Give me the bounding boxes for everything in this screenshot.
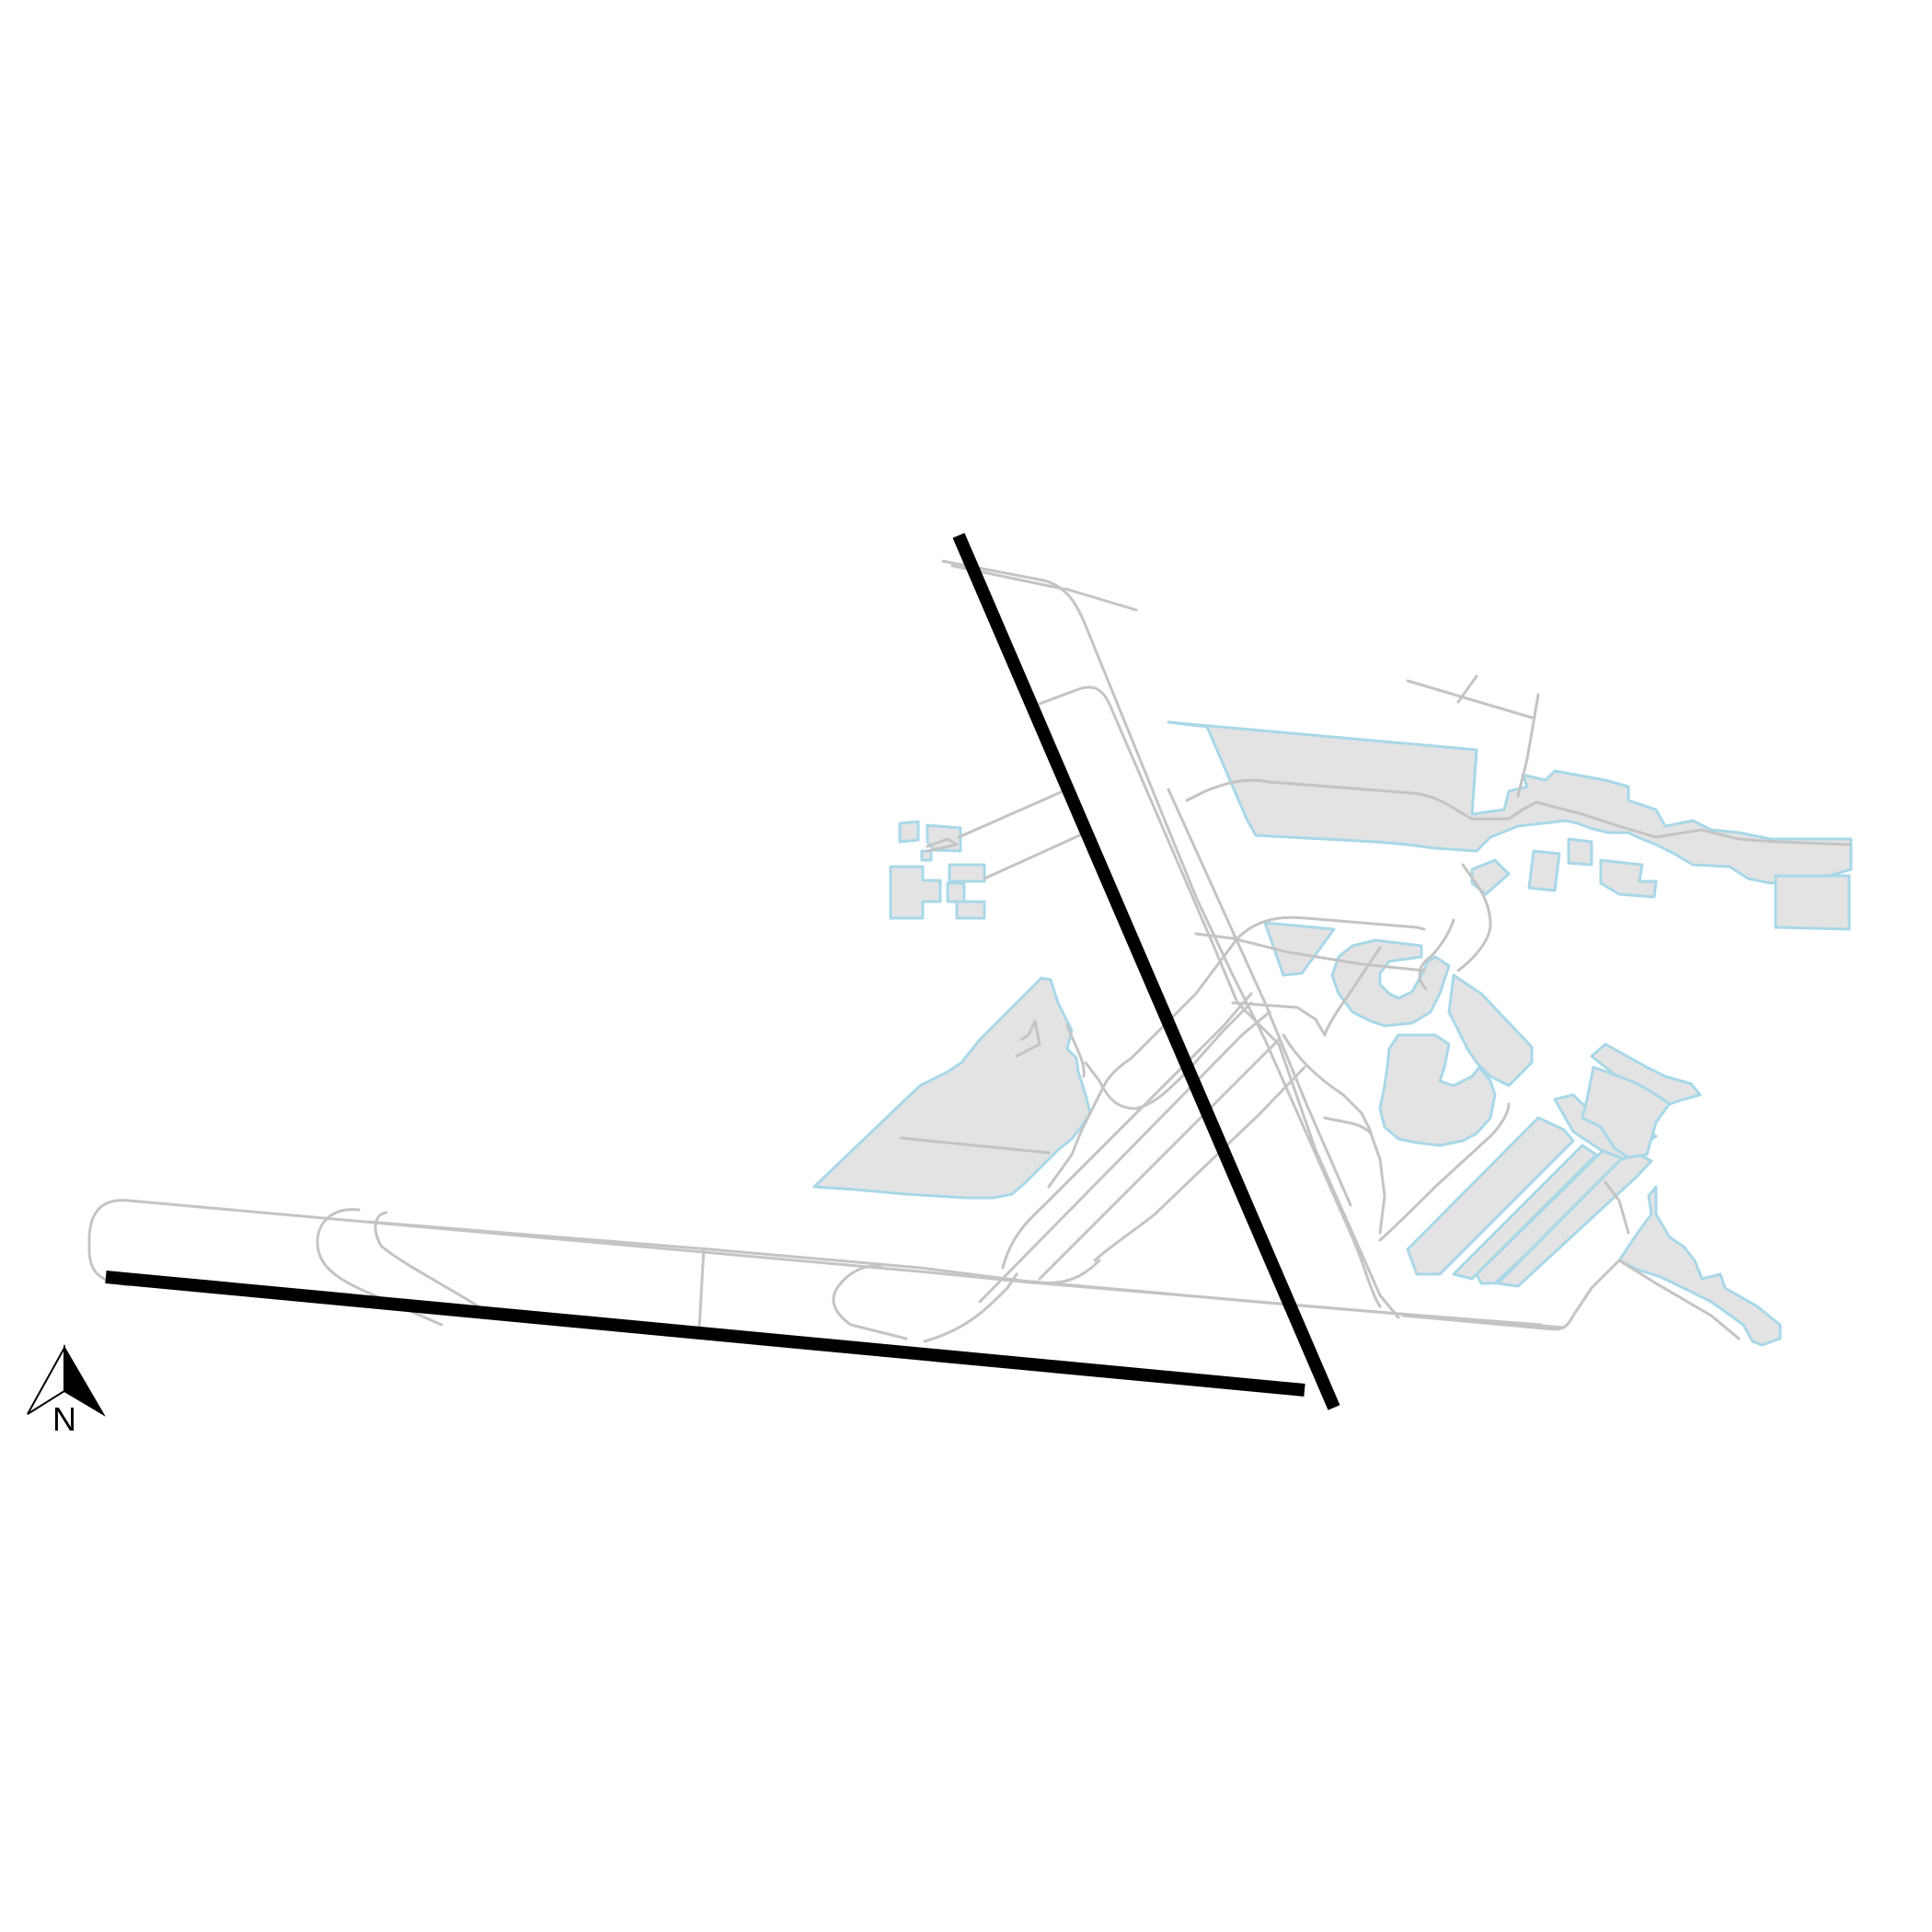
road-north-spur-1	[1516, 693, 1540, 798]
taxiway-southeast-spur	[1617, 1259, 1741, 1340]
taxiway-southwest-loop	[832, 1263, 908, 1340]
taxiway-terminal-inner	[1194, 932, 1426, 972]
taxiway-apron-west-4	[900, 1136, 1051, 1155]
taxiway-terminal-loop	[1236, 915, 1426, 940]
runway-layer	[105, 533, 1340, 1410]
apron-central-triangle	[1263, 921, 1336, 977]
apron-southeast-finger	[1617, 1185, 1782, 1347]
apron-west-building-6	[948, 863, 986, 883]
apron-north-terminal	[1167, 720, 1853, 885]
taxiway-east-spur	[1604, 1180, 1630, 1235]
taxiway-gate-area	[1378, 1102, 1511, 1242]
apron-west-building-1	[898, 820, 920, 844]
taxiway-diag-3	[1064, 587, 1138, 612]
road-north-spur-2	[1406, 679, 1534, 719]
apron-terminal-pier-1	[1330, 938, 1451, 1028]
taxiway-terminal-loop-2	[1231, 1001, 1327, 1037]
apron-building-b	[1567, 837, 1593, 867]
taxiway-apron-west-2	[1084, 1001, 1253, 1110]
north-arrow-right-half	[63, 1344, 106, 1417]
taxiway-diag-parallel	[1038, 685, 1400, 1319]
taxiway-terminal-east	[1323, 946, 1382, 1037]
road-west-buildings	[926, 837, 959, 853]
apron-layer	[812, 720, 1853, 1347]
apron-west-building-5	[946, 881, 966, 903]
taxiway-hold-loop-1	[316, 1208, 443, 1327]
runway-northwest-southeast	[952, 533, 1340, 1410]
apron-gate-pier-2	[1452, 1144, 1598, 1281]
taxiway-apron-west-1	[1047, 937, 1239, 1189]
taxiway-south-parallel-2	[1019, 1280, 1543, 1327]
taxiway-terminal-lower	[1282, 1033, 1373, 1133]
runway-east-west	[105, 1271, 1305, 1397]
north-label: N	[52, 1400, 76, 1438]
taxiway-west-spur-2	[983, 831, 1087, 880]
taxiway-apron-west-5	[1015, 1019, 1041, 1058]
apron-building-d	[1470, 858, 1511, 896]
taxiway-cross-4	[1093, 1065, 1306, 1262]
taxiway-south-cross	[923, 1272, 1018, 1343]
taxiway-cross-1	[1001, 992, 1253, 1270]
apron-building-a	[1527, 849, 1561, 892]
apron-west-building-4	[889, 865, 942, 920]
road-north-terminal	[1185, 778, 1851, 846]
taxiway-terminal-south	[1323, 1116, 1386, 1235]
taxiway-hold-loop-2	[374, 1211, 480, 1308]
road-terminal-loop	[1456, 863, 1492, 972]
apron-west-cargo	[812, 976, 1092, 1200]
taxiway-apron-west-3	[1065, 1024, 1086, 1078]
road-west-apron-2	[1019, 1019, 1037, 1041]
apron-terminal-pier-2	[1378, 1033, 1497, 1147]
taxiway-layer	[87, 559, 1851, 1343]
apron-gate-pier-1	[1406, 1116, 1575, 1276]
taxiway-cross-2	[1038, 1038, 1281, 1281]
road-terminal-loop-2	[1418, 918, 1455, 991]
north-arrow-icon: N	[27, 1344, 106, 1438]
apron-east-satellite	[1590, 1042, 1702, 1106]
taxiway-diag-inner	[1167, 788, 1352, 1207]
road-north-spur-3	[1456, 674, 1478, 704]
apron-gate-pier-5	[1496, 1148, 1653, 1288]
apron-remote-stand	[1774, 874, 1851, 931]
taxiway-southeast-loop	[1401, 1259, 1621, 1331]
taxiway-connector-760	[697, 1247, 706, 1331]
apron-building-c	[1599, 858, 1658, 899]
apron-west-building-3	[920, 849, 933, 862]
taxiway-cross-3	[978, 1010, 1271, 1304]
apron-east-concourse	[1447, 973, 1534, 1087]
taxiway-west-spur-1	[957, 788, 1069, 839]
apron-west-building-7	[955, 900, 986, 920]
